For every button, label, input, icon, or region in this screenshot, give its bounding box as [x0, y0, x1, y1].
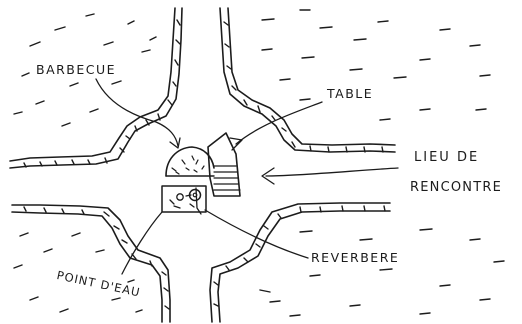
label-table: TABLE	[327, 88, 373, 101]
leader-lieu	[262, 168, 398, 184]
label-barbecue: BARBECUE	[36, 64, 116, 77]
label-rencontre: RENCONTRE	[410, 181, 502, 194]
leader-reverbere	[205, 210, 308, 258]
barbecue-semicircle	[166, 147, 214, 176]
label-reverbere: REVERBERE	[311, 252, 399, 265]
streetlamp-symbol	[190, 188, 202, 214]
street-corner-upper-right	[220, 8, 395, 152]
street-corner-lower-left	[12, 205, 170, 322]
street-corner-upper-left	[10, 8, 182, 168]
label-lieu-de: LIEU DE	[414, 151, 479, 164]
leader-point-eau	[122, 212, 162, 274]
